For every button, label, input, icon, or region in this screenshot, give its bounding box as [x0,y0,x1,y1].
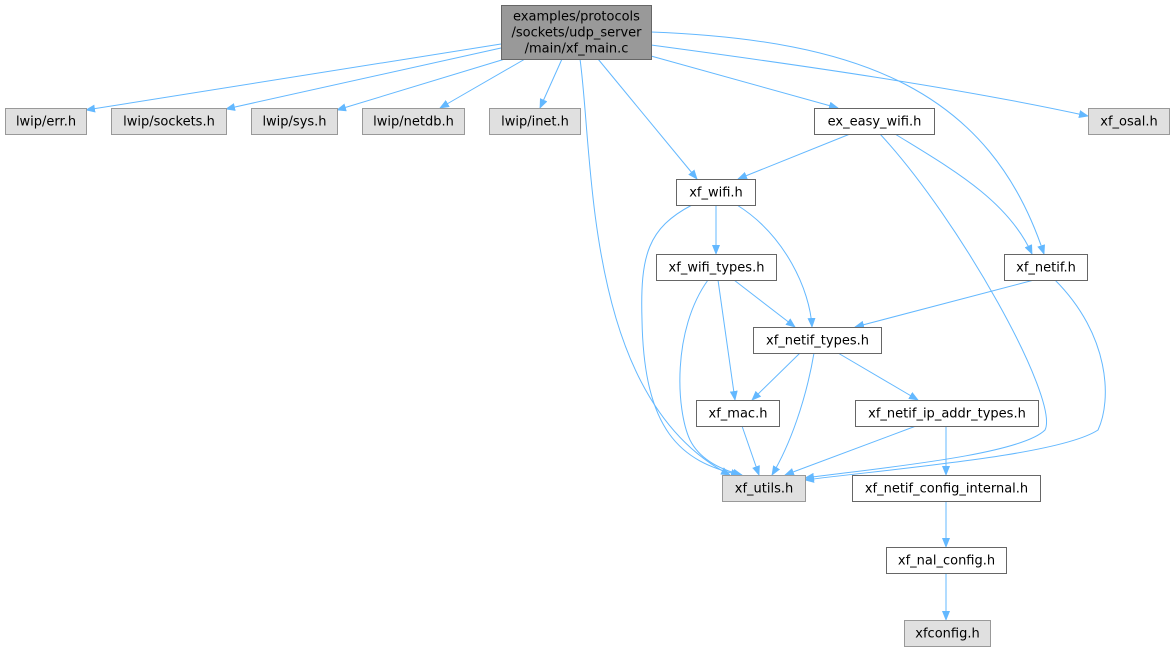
node-label: examples/protocols [513,10,640,25]
node-lwip-netdb[interactable]: lwip/netdb.h [362,108,465,135]
node-xf-main[interactable]: examples/protocols/sockets/udp_server/ma… [501,5,652,60]
node-label: xf_nal_config.h [898,554,995,569]
node-box[interactable] [656,254,777,281]
edge-xf-wifi-to-xf-netif-types [736,204,816,328]
node-label: xf_wifi_types.h [669,261,765,276]
edge-xf-main-to-xf-netif [650,31,1045,255]
edge-xf-netif-types-to-xf-utils [771,352,815,476]
node-xf-netif-ip-addr-types[interactable]: xf_netif_ip_addr_types.h [855,400,1039,427]
edge-xf-wifi-types-to-xf-utils [679,279,743,477]
node-box[interactable] [489,108,581,135]
node-box[interactable] [814,108,935,135]
node-label: xf_utils.h [735,482,793,497]
node-box[interactable] [904,620,991,647]
edge-xf-netif-to-xf-utils [804,279,1106,483]
node-xfconfig[interactable]: xfconfig.h [904,620,991,647]
node-box[interactable] [855,400,1039,427]
edge-xf-wifi-types-to-xf-mac [717,279,738,401]
node-xf-wifi-types[interactable]: xf_wifi_types.h [656,254,777,281]
node-xf-netif[interactable]: xf_netif.h [1004,254,1088,281]
node-xf-nal-config[interactable]: xf_nal_config.h [886,547,1007,574]
edge-xf-main-to-lwip-err [85,43,502,113]
node-box[interactable] [676,179,756,206]
node-box[interactable] [722,475,806,502]
node-xf-netif-config-internal[interactable]: xf_netif_config_internal.h [852,475,1041,502]
edge-ex-easy-wifi-to-xf-utils [804,133,1047,481]
node-label: xf_netif_types.h [766,334,869,349]
edge-xf-netif-types-to-xf-mac [751,352,801,401]
node-label: xf_netif_config_internal.h [865,482,1028,497]
edges-layer [85,31,1106,621]
edge-xf-netif-ip-addr-types-to-xf-utils [784,425,917,476]
node-label: lwip/sys.h [262,115,326,130]
edge-xf-main-to-lwip-sockets [225,47,502,111]
edge-xf-wifi-types-to-xf-netif-types [733,279,796,328]
edge-xf-main-to-xf-wifi [597,58,698,180]
edge-xf-netif-to-xf-netif-types [854,279,1035,329]
edge-xf-main-to-lwip-sys [336,58,506,112]
node-xf-mac[interactable]: xf_mac.h [696,400,780,427]
node-label: xf_mac.h [709,407,768,422]
edge-xf-mac-to-xf-utils [741,425,760,476]
node-box[interactable] [696,400,780,427]
node-lwip-sys[interactable]: lwip/sys.h [251,108,338,135]
node-lwip-err[interactable]: lwip/err.h [5,108,87,135]
edge-xf-main-to-lwip-netdb [439,58,526,109]
node-ex-easy-wifi[interactable]: ex_easy_wifi.h [814,108,935,135]
node-label: xfconfig.h [915,627,979,642]
edge-ex-easy-wifi-to-xf-wifi [737,133,851,180]
node-label: lwip/netdb.h [373,115,454,130]
edge-xf-netif-types-to-xf-netif-ip-addr-types [837,352,919,401]
node-box[interactable] [501,5,652,60]
node-xf-wifi[interactable]: xf_wifi.h [676,179,756,206]
node-label: xf_netif.h [1016,261,1076,276]
node-label: xf_osal.h [1100,115,1157,130]
node-box[interactable] [111,108,227,135]
node-xf-netif-types[interactable]: xf_netif_types.h [753,327,882,354]
node-box[interactable] [1004,254,1088,281]
node-label: lwip/err.h [16,115,76,130]
edge-xf-wifi-to-xf-utils [641,204,741,477]
node-label: /main/xf_main.c [525,42,629,57]
node-box[interactable] [852,475,1041,502]
edge-ex-easy-wifi-to-xf-netif [894,133,1033,255]
node-box[interactable] [362,108,465,135]
edge-xf-main-to-xf-osal [650,44,1089,118]
node-label: xf_wifi.h [689,186,743,201]
edge-xf-main-to-ex-easy-wifi [650,55,839,110]
node-xf-utils[interactable]: xf_utils.h [722,475,806,502]
node-lwip-inet[interactable]: lwip/inet.h [489,108,581,135]
node-label: /sockets/udp_server [512,26,643,41]
node-lwip-sockets[interactable]: lwip/sockets.h [111,108,227,135]
node-label: xf_netif_ip_addr_types.h [868,407,1026,422]
node-box[interactable] [5,108,87,135]
node-box[interactable] [886,547,1007,574]
node-box[interactable] [251,108,338,135]
node-label: ex_easy_wifi.h [828,115,922,130]
node-box[interactable] [753,327,882,354]
node-box[interactable] [1088,108,1170,135]
node-label: lwip/sockets.h [123,115,215,130]
edge-xf-main-to-xf-utils [579,58,731,476]
nodes-layer: examples/protocols/sockets/udp_server/ma… [5,5,1170,647]
node-label: lwip/inet.h [501,115,569,130]
edge-xf-main-to-lwip-inet [539,58,563,109]
node-xf-osal[interactable]: xf_osal.h [1088,108,1170,135]
